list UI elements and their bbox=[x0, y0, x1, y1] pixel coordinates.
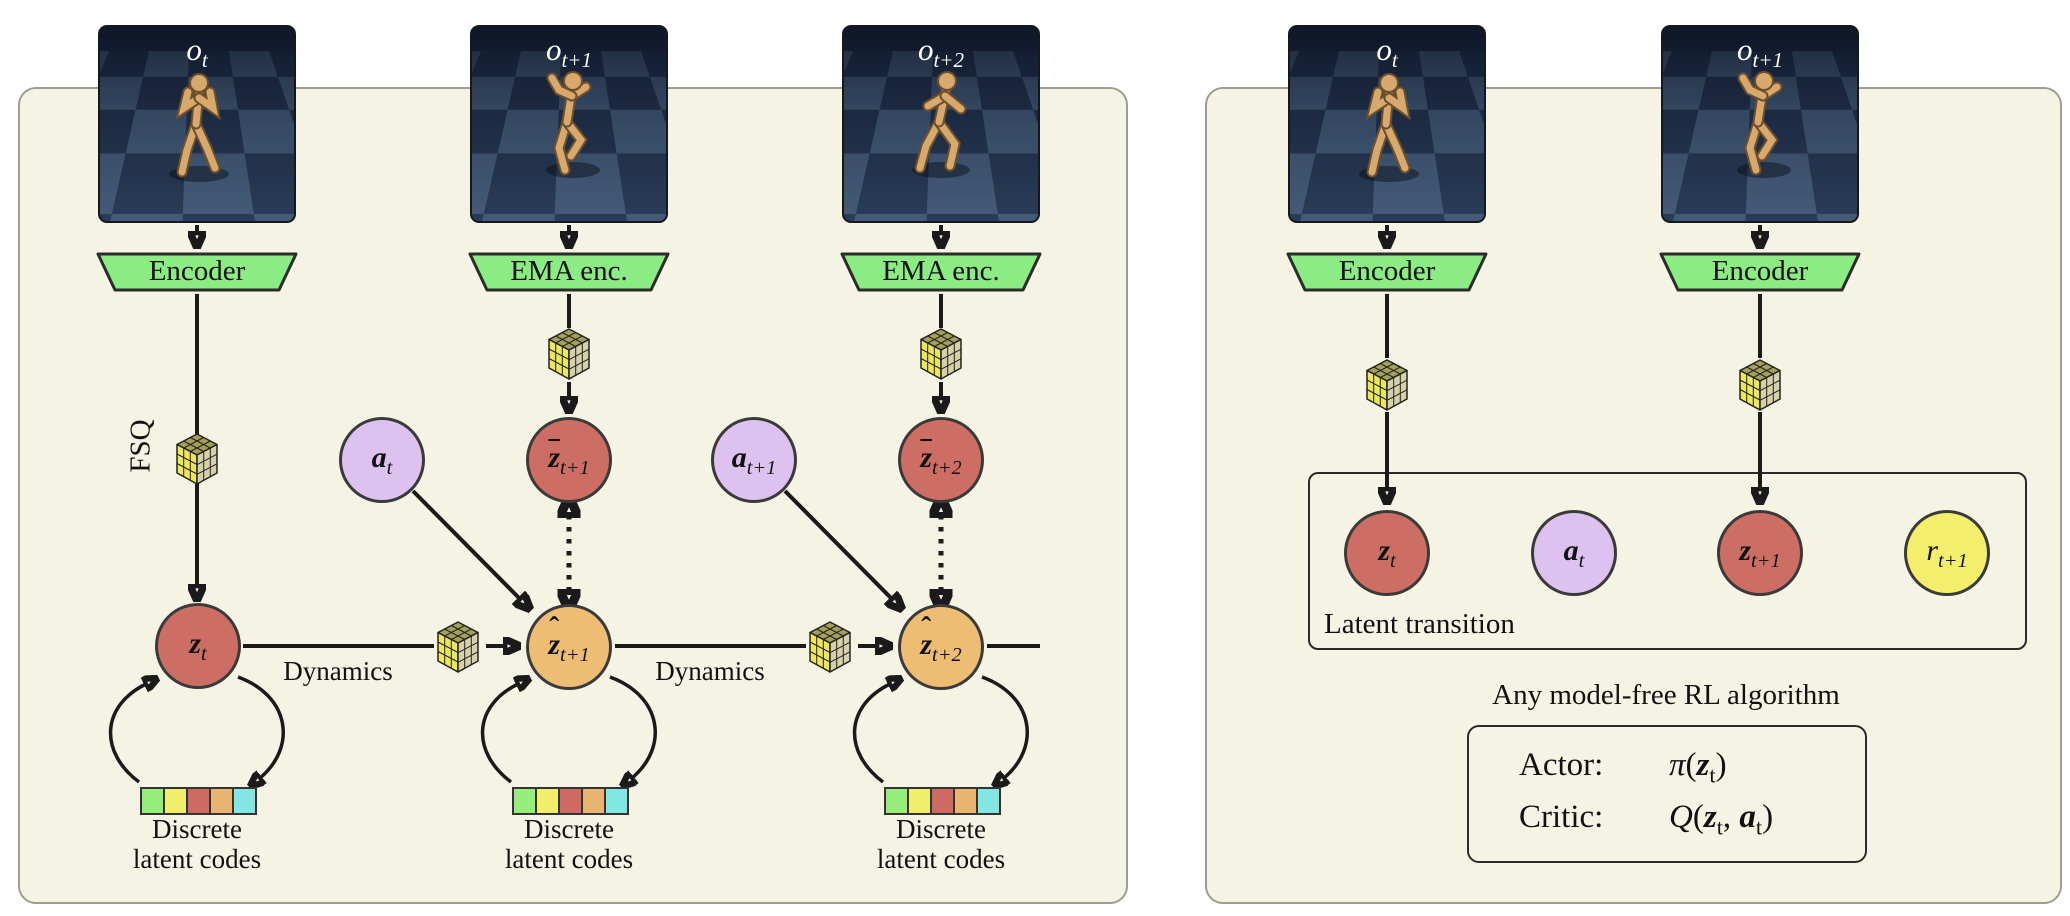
node-zt: zt bbox=[155, 603, 241, 689]
node-zt1-rl: zt+1 bbox=[1717, 510, 1803, 596]
node-zbar-t2: zt+2 bbox=[898, 417, 984, 503]
critic-formula: Q(zt, at) bbox=[1669, 799, 1774, 840]
humanoid-figure-icon bbox=[893, 66, 989, 186]
code-cell bbox=[909, 789, 930, 813]
observation-label: ot+1 bbox=[1736, 32, 1784, 73]
dynamics-cube-icon bbox=[807, 620, 853, 674]
code-cell bbox=[955, 789, 976, 813]
encoder-block-rl: Encoder bbox=[1285, 252, 1489, 292]
dynamics-cube-icon bbox=[435, 620, 481, 674]
code-cell bbox=[932, 789, 953, 813]
latent-transition-label: Latent transition bbox=[1324, 608, 1515, 640]
observation-ot1-image-rl: ot+1 bbox=[1661, 25, 1859, 223]
code-cell bbox=[514, 789, 535, 813]
observation-ot1-image: ot+1 bbox=[470, 25, 668, 223]
code-cell bbox=[188, 789, 209, 813]
caption-line: latent codes bbox=[876, 844, 1006, 874]
encoder-block: Encoder bbox=[95, 252, 299, 292]
caption-line: Discrete bbox=[524, 814, 614, 844]
caption-line: latent codes bbox=[504, 844, 634, 874]
ema-encoder-block: EMA enc. bbox=[467, 252, 671, 292]
code-cell bbox=[142, 789, 163, 813]
caption-line: Discrete bbox=[152, 814, 242, 844]
node-rt1-rl: rt+1 bbox=[1904, 510, 1990, 596]
discrete-codes-caption: Discrete latent codes bbox=[821, 814, 1061, 874]
observation-ot-image-rl: ot bbox=[1288, 25, 1486, 223]
ema-encoder-label: EMA enc. bbox=[510, 254, 628, 287]
code-cell bbox=[978, 789, 999, 813]
actor-critic-box: Actor: π(zt) Critic: Q(zt, at) bbox=[1467, 725, 1867, 863]
node-at1-label: at+1 bbox=[731, 440, 777, 479]
rl-panel bbox=[1205, 87, 2062, 904]
caption-line: Discrete bbox=[896, 814, 986, 844]
node-zbar-t2-label: zt+2 bbox=[920, 440, 962, 479]
code-cell bbox=[211, 789, 232, 813]
rl-algorithm-caption: Any model-free RL algorithm bbox=[1492, 679, 1840, 711]
quantizer-cube-icon bbox=[546, 327, 592, 381]
node-at-label: at bbox=[371, 440, 393, 479]
encoder-label: Encoder bbox=[148, 254, 246, 287]
node-zt-rl: zt bbox=[1344, 510, 1430, 596]
actor-formula: π(zt) bbox=[1669, 747, 1727, 788]
node-zbar-t1: zt+1 bbox=[526, 417, 612, 503]
humanoid-figure-icon bbox=[149, 66, 245, 186]
observation-label: ot+1 bbox=[545, 32, 593, 73]
code-cell bbox=[583, 789, 604, 813]
ema-encoder-label: EMA enc. bbox=[882, 254, 1000, 287]
fsq-label: FSQ bbox=[124, 419, 157, 473]
code-cell bbox=[606, 789, 627, 813]
node-at-rl: at bbox=[1531, 510, 1617, 596]
code-cell bbox=[560, 789, 581, 813]
observation-ot2-image: ot+2 bbox=[842, 25, 1040, 223]
observation-label: ot bbox=[186, 32, 208, 73]
encoder-block-rl: Encoder bbox=[1658, 252, 1862, 292]
node-at-rl-label: at bbox=[1563, 533, 1585, 572]
dynamics-label: Dynamics bbox=[655, 656, 765, 686]
observation-label: ot+2 bbox=[917, 32, 965, 73]
encoder-label: Encoder bbox=[1338, 254, 1436, 287]
latent-transition-box bbox=[1308, 472, 2027, 650]
node-zbar-t1-label: zt+1 bbox=[548, 440, 590, 479]
encoder-label: Encoder bbox=[1711, 254, 1809, 287]
node-at: at bbox=[339, 417, 425, 503]
humanoid-figure-icon bbox=[1339, 66, 1435, 186]
node-zt1-rl-label: zt+1 bbox=[1739, 533, 1781, 572]
quantizer-cube-icon bbox=[1364, 358, 1410, 412]
discrete-codes-strip bbox=[512, 787, 629, 815]
observation-label: ot bbox=[1376, 32, 1398, 73]
node-at1: at+1 bbox=[711, 417, 797, 503]
discrete-codes-caption: Discrete latent codes bbox=[449, 814, 689, 874]
code-cell bbox=[537, 789, 558, 813]
ema-encoder-block: EMA enc. bbox=[839, 252, 1043, 292]
code-cell bbox=[165, 789, 186, 813]
code-cell bbox=[886, 789, 907, 813]
node-rt1-rl-label: rt+1 bbox=[1926, 533, 1968, 572]
node-zt-label: zt bbox=[189, 626, 207, 665]
caption-line: latent codes bbox=[132, 844, 262, 874]
code-cell bbox=[234, 789, 255, 813]
discrete-codes-strip bbox=[884, 787, 1001, 815]
fsq-cube-icon bbox=[174, 432, 220, 486]
critic-label: Critic: bbox=[1519, 799, 1604, 835]
quantizer-cube-icon bbox=[1737, 358, 1783, 412]
humanoid-figure-icon bbox=[521, 66, 617, 186]
discrete-codes-strip bbox=[140, 787, 257, 815]
dynamics-label: Dynamics bbox=[283, 656, 393, 686]
observation-ot-image: ot bbox=[98, 25, 296, 223]
actor-label: Actor: bbox=[1519, 747, 1604, 784]
discrete-codes-caption: Discrete latent codes bbox=[77, 814, 317, 874]
node-zt-rl-label: zt bbox=[1378, 533, 1396, 572]
quantizer-cube-icon bbox=[918, 327, 964, 381]
humanoid-figure-icon bbox=[1712, 66, 1808, 186]
